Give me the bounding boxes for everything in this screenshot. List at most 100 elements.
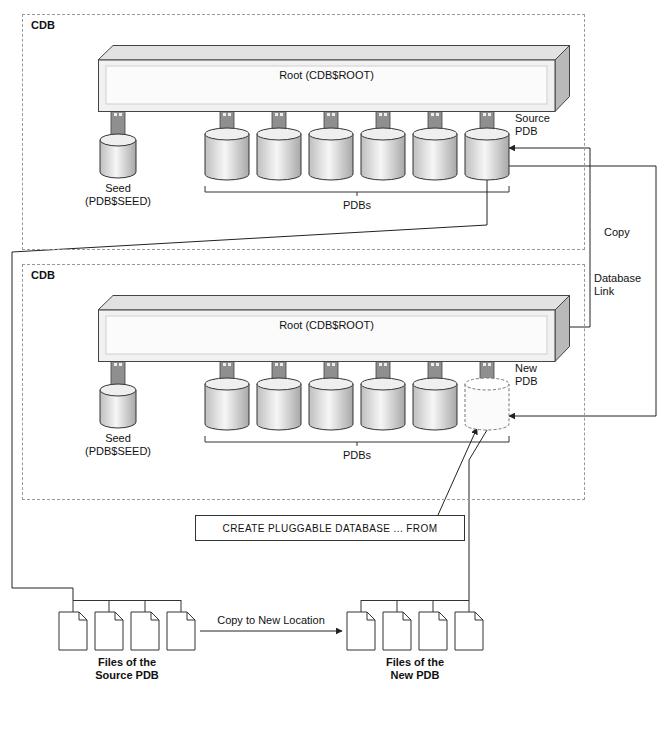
node-label: Root (CDB$ROOT) — [98, 69, 555, 82]
tree-line — [73, 600, 74, 612]
pdb-cylinder — [413, 378, 457, 430]
connector — [12, 180, 487, 600]
file-fold — [79, 612, 87, 620]
plug-hole — [114, 363, 117, 366]
connector — [509, 166, 656, 416]
bar-side — [555, 46, 570, 112]
bar-front — [99, 310, 556, 362]
plug-hole — [119, 363, 122, 366]
tree-line — [361, 600, 362, 612]
file-icon — [167, 612, 195, 650]
pdb-cylinder — [361, 128, 405, 180]
cylinder-top — [257, 128, 301, 140]
node-label: New PDB — [515, 362, 557, 388]
pdb-cylinder — [205, 128, 249, 180]
plug-hole — [327, 113, 330, 116]
file-fold — [115, 612, 123, 620]
cdb-container: Root (CDB$ROOT) Seed (PDB$SEED) New PDB CDB — [22, 264, 585, 500]
connector — [438, 428, 477, 515]
pdb-cylinder — [361, 378, 405, 430]
pdb-cylinder — [257, 128, 301, 180]
file-fold — [475, 612, 483, 620]
cylinder-top — [361, 378, 405, 390]
tree-line — [469, 600, 470, 612]
tree-line — [109, 600, 110, 612]
plug-hole — [483, 363, 486, 366]
bracket — [205, 436, 509, 446]
cylinder-top — [100, 134, 136, 146]
plug-hole — [436, 363, 439, 366]
root-container: Root (CDB$ROOT) — [98, 45, 570, 112]
plug-hole — [488, 363, 491, 366]
node-label: Seed (PDB$SEED) — [80, 182, 156, 208]
plug-hole — [488, 113, 491, 116]
cylinder-top — [205, 378, 249, 390]
container-title: CDB — [31, 269, 55, 282]
cylinder-body — [309, 134, 353, 180]
plug-hole — [379, 363, 382, 366]
plug-hole — [223, 113, 226, 116]
bar-front — [99, 60, 556, 112]
file-icon — [59, 612, 87, 650]
file-group-caption: Files of the Source PDB — [87, 656, 167, 682]
file-group: Files of the Source PDB — [55, 600, 199, 682]
file-icons — [343, 600, 487, 652]
pdb-cylinder — [257, 378, 301, 430]
bar-top — [98, 46, 570, 61]
cylinder-top — [309, 128, 353, 140]
cylinder-body — [465, 134, 509, 180]
plug-hole — [384, 363, 387, 366]
bracket — [205, 186, 509, 196]
cylinder-body — [465, 384, 509, 430]
cylinder-shape — [100, 134, 136, 178]
file-icons — [55, 600, 199, 652]
sql-statement: CREATE PLUGGABLE DATABASE ... FROM — [196, 522, 464, 535]
cylinder-shape — [465, 378, 509, 430]
cylinder-body — [205, 134, 249, 180]
plug-hole — [327, 363, 330, 366]
cylinder-top — [361, 128, 405, 140]
plug-hole — [379, 113, 382, 116]
tree-line — [181, 600, 182, 612]
plug-hole — [280, 363, 283, 366]
node-label: Seed (PDB$SEED) — [80, 432, 156, 458]
pdb-cylinder — [413, 128, 457, 180]
cylinder-top — [413, 378, 457, 390]
bar-side — [555, 296, 570, 362]
plug-hole — [332, 113, 335, 116]
cylinder-body — [257, 134, 301, 180]
connector-label: Copy — [604, 226, 644, 239]
plug-hole — [114, 113, 117, 116]
file-fold — [403, 612, 411, 620]
pdb-cylinder — [309, 378, 353, 430]
file-fold — [439, 612, 447, 620]
tree-line — [73, 600, 181, 601]
connector-label: Copy to New Location — [206, 614, 336, 627]
cylinder-body — [413, 134, 457, 180]
node-label: Source PDB — [515, 112, 557, 138]
cylinder-top — [465, 378, 509, 390]
seed-pdb: Seed (PDB$SEED) — [100, 134, 136, 178]
plug-hole — [280, 113, 283, 116]
pdb-cylinder — [205, 378, 249, 430]
file-icon — [131, 612, 159, 650]
bar-top — [98, 296, 570, 311]
plug-hole — [223, 363, 226, 366]
plug-hole — [384, 113, 387, 116]
plug-hole — [332, 363, 335, 366]
container-title: CDB — [31, 19, 55, 32]
plug-hole — [275, 363, 278, 366]
plug-hole — [431, 363, 434, 366]
plug-hole — [228, 363, 231, 366]
tree-line — [361, 600, 469, 601]
file-icon — [455, 612, 483, 650]
cylinder-top — [309, 378, 353, 390]
seed-pdb: Seed (PDB$SEED) — [100, 384, 136, 428]
cylinder-top — [413, 128, 457, 140]
tree-line — [433, 600, 434, 612]
plug-hole — [119, 113, 122, 116]
node-label: Root (CDB$ROOT) — [98, 319, 555, 332]
plug-hole — [431, 113, 434, 116]
file-group-caption: Files of the New PDB — [375, 656, 455, 682]
cylinder-body — [205, 384, 249, 430]
